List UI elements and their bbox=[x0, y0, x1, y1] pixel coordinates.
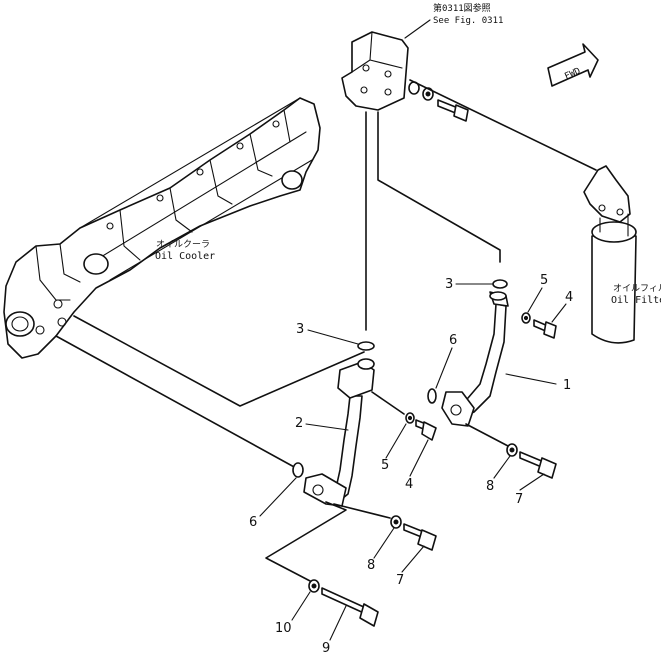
bolt-7-right bbox=[506, 443, 557, 479]
reference-note-jp: 第0311図参照 bbox=[433, 2, 491, 14]
callout-2: 2 bbox=[295, 416, 303, 431]
callout-6-left: 6 bbox=[249, 515, 257, 530]
o-ring-3-upper bbox=[492, 279, 508, 289]
callout-7-right: 7 bbox=[515, 492, 523, 507]
callout-8-right: 8 bbox=[486, 479, 494, 494]
oil-cooler: オイルクーラ Oil Cooler bbox=[3, 97, 321, 359]
pipe-2 bbox=[292, 341, 375, 507]
callouts: 1 2 3 3 4 4 5 5 6 6 7 7 8 8 9 10 bbox=[249, 273, 573, 653]
o-ring-3-lower bbox=[357, 341, 375, 351]
callout-6-right: 6 bbox=[449, 333, 457, 348]
callout-5-lower: 5 bbox=[381, 458, 389, 473]
callout-5-upper: 5 bbox=[540, 273, 548, 288]
oil-filter-label-en: Oil Filter bbox=[611, 295, 661, 306]
leader-pipe2-bolt4 bbox=[371, 391, 405, 415]
oil-cooler-label-jp: オイルクーラ bbox=[156, 239, 210, 250]
callout-4-upper: 4 bbox=[565, 290, 573, 305]
callout-3-upper: 3 bbox=[445, 277, 453, 292]
pipe-1 bbox=[427, 279, 509, 427]
oil-filter-label-jp: オイルフィルタ bbox=[613, 283, 661, 294]
oil-cooler-label-en: Oil Cooler bbox=[155, 251, 215, 262]
oil-filter: オイルフィルタ Oil Filter bbox=[583, 165, 661, 344]
o-ring-6-left bbox=[292, 462, 304, 478]
leader-cooler-to-pipe2-lower bbox=[55, 335, 297, 469]
leader-head-to-pipe1 bbox=[377, 111, 501, 263]
bolt-4-upper bbox=[521, 312, 557, 339]
callout-7-lower: 7 bbox=[396, 573, 404, 588]
callout-1: 1 bbox=[563, 378, 571, 393]
filter-head-block bbox=[341, 31, 469, 122]
bolt-9-long bbox=[308, 579, 379, 627]
reference-leader bbox=[404, 19, 431, 39]
o-ring-6-right bbox=[427, 388, 437, 404]
callout-8-lower: 8 bbox=[367, 558, 375, 573]
callout-10: 10 bbox=[275, 621, 292, 636]
fwd-arrow-icon: FWD bbox=[547, 43, 599, 87]
callout-4-lower: 4 bbox=[405, 477, 413, 492]
bolt-7-lower bbox=[390, 515, 437, 551]
leader-pipe2-bolt9 bbox=[265, 501, 347, 583]
leader-cooler-to-pipe2-upper bbox=[73, 315, 365, 407]
callout-3-lower: 3 bbox=[296, 322, 304, 337]
bolt-4-lower bbox=[405, 412, 437, 441]
leader-pipe1-bolt7 bbox=[465, 423, 509, 447]
callout-9: 9 bbox=[322, 641, 330, 653]
leader-head-to-filter bbox=[409, 79, 597, 171]
leader-pipe2-bolt7 bbox=[333, 503, 391, 519]
reference-note-en: See Fig. 0311 bbox=[433, 16, 503, 26]
